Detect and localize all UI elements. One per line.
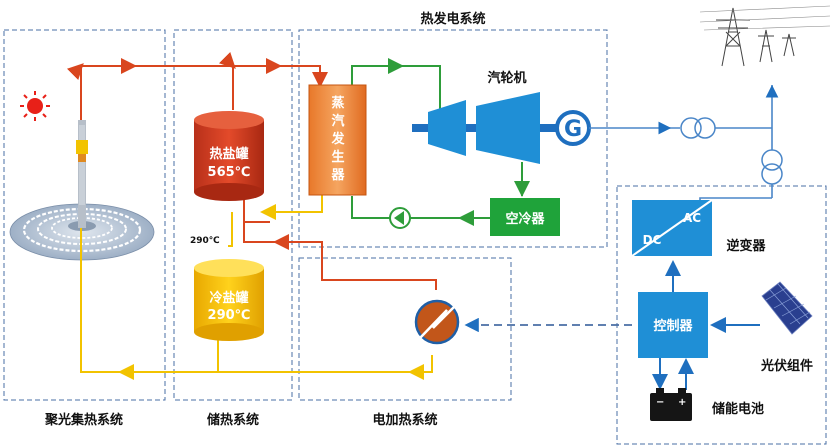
hot-pipe-sg (232, 65, 321, 110)
controller-label: 控制器 (653, 318, 693, 334)
hot-tank-temp: 565℃ (208, 165, 251, 180)
electric-heating-region (298, 257, 512, 401)
receiver-tower-icon (76, 120, 88, 228)
inverter-ac: AC (683, 211, 701, 225)
pv-panel-icon (761, 281, 813, 335)
cold-pipe-return (228, 212, 233, 247)
steam-generator (308, 84, 367, 196)
generator-letter: G (564, 117, 582, 142)
transformer-icon (680, 117, 716, 139)
electric-heater-icon (414, 299, 460, 345)
sun-icon (20, 91, 50, 121)
heater-feed-pipe (243, 222, 437, 290)
hot-tank-name: 热盐罐 (209, 146, 248, 162)
power-system-title: 热发电系统 (420, 11, 485, 27)
sg-char-5: 器 (330, 168, 345, 183)
sg-char-1: 蒸 (331, 95, 344, 111)
turbine-label: 汽轮机 (487, 70, 526, 86)
air-cooler-label: 空冷器 (505, 211, 545, 227)
pv-label: 光伏组件 (760, 358, 813, 374)
battery-icon: − + (650, 388, 692, 421)
sg-char-4: 生 (331, 149, 344, 165)
cold-tank-temp: 290℃ (208, 308, 251, 323)
sg-char-3: 发 (330, 131, 345, 147)
turbine-icon (412, 92, 562, 164)
pv-transformer-icon (761, 149, 783, 185)
inverter (631, 199, 713, 257)
pipe-temp-label: 290℃ (190, 236, 220, 246)
hot-pipe-tower (66, 51, 236, 120)
storage-label: 储热系统 (206, 412, 259, 428)
battery-label: 储能电池 (711, 401, 764, 417)
inverter-dc: DC (643, 233, 662, 247)
hot-salt-tank (194, 111, 264, 201)
cold-salt-tank (194, 259, 264, 341)
svg-text:+: + (678, 397, 686, 408)
collector-label: 聚光集热系统 (44, 412, 123, 428)
cold-tank-name: 冷盐罐 (209, 290, 248, 306)
electric-heating-label: 电加热系统 (372, 412, 437, 428)
collector-region (3, 29, 166, 401)
controller (638, 292, 708, 358)
svg-text:−: − (656, 397, 664, 408)
pv-region (616, 185, 827, 445)
sg-char-2: 汽 (331, 113, 344, 129)
salt-return-pipe (262, 195, 323, 213)
steam-pipe-bottom (351, 196, 390, 219)
transmission-tower-icon (699, 5, 830, 67)
inverter-label: 逆变器 (726, 238, 766, 254)
air-cooler (490, 198, 560, 236)
storage-region (173, 29, 293, 401)
power-region (298, 29, 608, 248)
cold-pipe-bottom (80, 228, 433, 373)
pump-icon (389, 207, 411, 229)
